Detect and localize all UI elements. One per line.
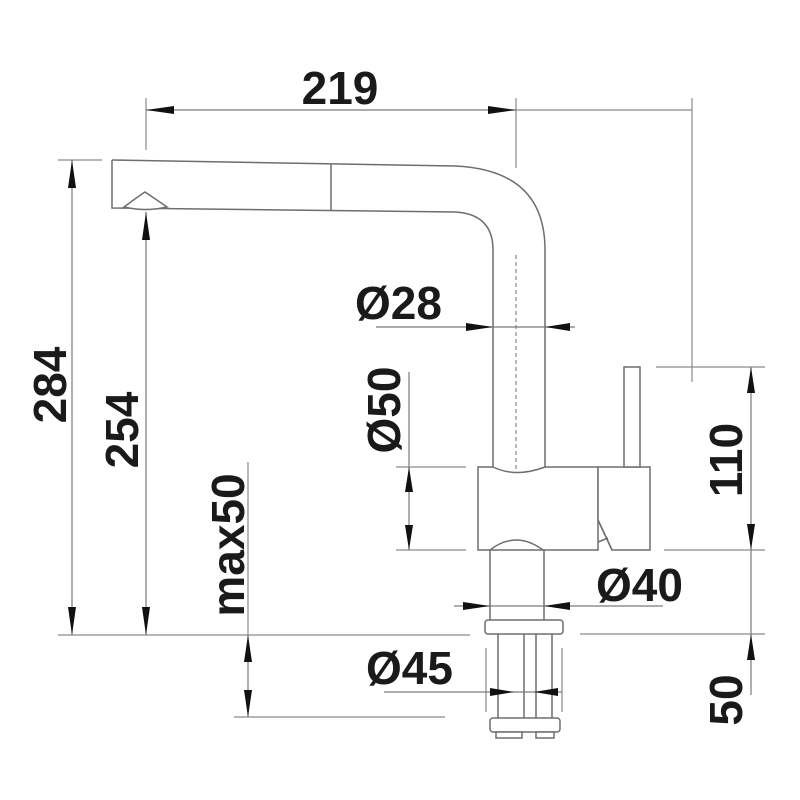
dimension-total-height: 284	[24, 159, 470, 636]
arrow-right-icon	[488, 106, 516, 114]
arrow-left-icon	[534, 688, 558, 696]
dimension-spout-reach: 219	[145, 62, 692, 168]
nut	[495, 731, 523, 739]
label-total-height: 284	[24, 346, 76, 423]
lever-housing-chamfer	[597, 519, 613, 551]
label-base-diameter: Ø40	[596, 559, 683, 611]
label-outlet-height: 254	[96, 391, 148, 468]
arrow-left-icon	[544, 602, 570, 610]
arrow-down-icon	[142, 607, 150, 635]
label-mounting-hole: Ø45	[366, 642, 453, 694]
arrow-down-icon	[244, 690, 252, 717]
dimension-base-diameter: Ø40	[454, 559, 683, 611]
lever-housing	[597, 466, 651, 551]
nut	[535, 731, 555, 739]
arrow-right-icon	[490, 688, 514, 696]
base-flange	[484, 619, 564, 635]
base-neck	[489, 549, 545, 623]
arrow-up-icon	[244, 635, 252, 662]
label-spout-diameter: Ø28	[355, 277, 442, 329]
arrow-down-icon	[68, 607, 76, 635]
dimension-outlet-height: 254	[96, 212, 150, 635]
dimension-body-height: Ø50	[358, 367, 466, 551]
dimension-spout-diameter: Ø28	[355, 277, 575, 331]
dimension-max-counter: max50	[202, 462, 445, 718]
aerator-icon	[122, 191, 169, 211]
arrow-up-icon	[68, 160, 76, 188]
arrow-down-icon	[405, 525, 413, 550]
arrow-right-icon	[466, 323, 493, 331]
label-shank-length: 50	[700, 674, 752, 725]
label-max-counter: max50	[202, 473, 254, 616]
faucet-outline	[111, 159, 651, 739]
faucet-body	[477, 466, 599, 551]
lever-handle	[623, 366, 641, 468]
dimension-lever-height: 110	[656, 98, 765, 551]
arrow-right-icon	[463, 602, 490, 610]
dimension-shank-length: 50	[580, 550, 765, 726]
arrow-up-icon	[405, 467, 413, 492]
fixing-plate	[489, 717, 561, 733]
arrow-left-icon	[146, 106, 174, 114]
dimension-mounting-hole: Ø45	[366, 642, 563, 712]
arrow-up-icon	[142, 212, 150, 240]
arrow-up-icon	[747, 367, 755, 393]
spout-inner	[111, 160, 494, 467]
label-lever-height: 110	[700, 423, 752, 497]
arrow-left-icon	[545, 323, 570, 331]
label-body-height: Ø50	[358, 367, 410, 454]
arrow-up-icon	[747, 634, 755, 660]
spout-outer	[111, 159, 546, 467]
arrow-down-icon	[747, 524, 755, 550]
label-spout-reach: 219	[302, 62, 379, 114]
